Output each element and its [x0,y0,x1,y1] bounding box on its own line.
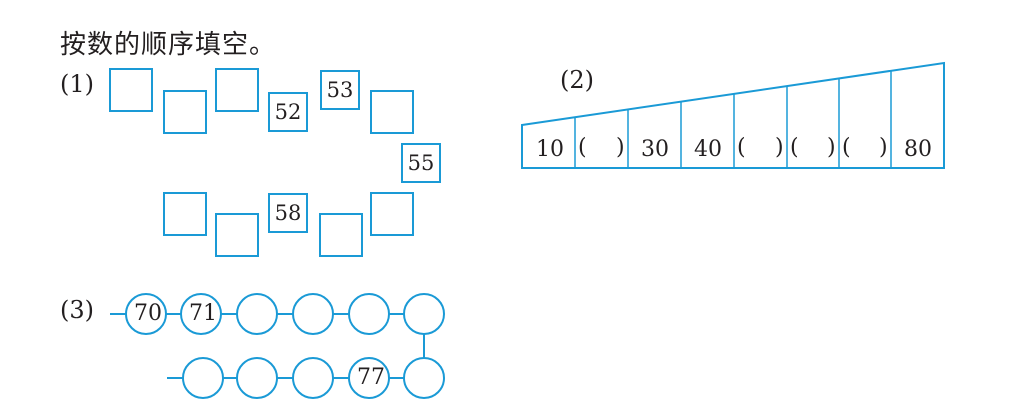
p1-box-1[interactable] [109,68,153,112]
p1-box-11[interactable] [215,213,259,257]
p2-paren-close-7: ) [879,135,888,160]
p1-box-5: 53 [320,70,360,110]
p1-box-10: 58 [268,193,308,233]
p1-box-2[interactable] [163,90,207,134]
p1-box-3[interactable] [215,68,259,112]
p1-box-4: 52 [268,92,308,132]
p1-box-8[interactable] [370,192,414,236]
p2-paren-close-2: ) [616,135,625,160]
p2-paren-close-6: ) [827,135,836,160]
p3-circle-1: 70 [134,301,162,326]
p2-paren-close-5: ) [775,135,784,160]
p1-box-12[interactable] [163,192,207,236]
p2-paren-open-7: ( [842,135,851,160]
part3-label: (3) [60,296,94,324]
p2-paren-open-5: ( [737,135,746,160]
p2-cell-8: 80 [904,137,932,162]
p1-box-9[interactable] [319,213,363,257]
instruction-text: 按数的顺序填空。 [60,30,277,60]
p2-cell-4: 40 [694,137,722,162]
p3-circle-2: 71 [189,301,217,326]
part2-label: (2) [560,66,594,94]
p2-paren-open-2: ( [578,135,587,160]
p3-circle-8: 77 [357,365,385,390]
part1-label: (1) [60,70,94,98]
p2-paren-open-6: ( [790,135,799,160]
p1-box-6[interactable] [370,90,414,134]
p2-cell-3: 30 [641,137,669,162]
p2-cell-1: 10 [536,137,564,162]
p1-box-7: 55 [401,143,441,183]
